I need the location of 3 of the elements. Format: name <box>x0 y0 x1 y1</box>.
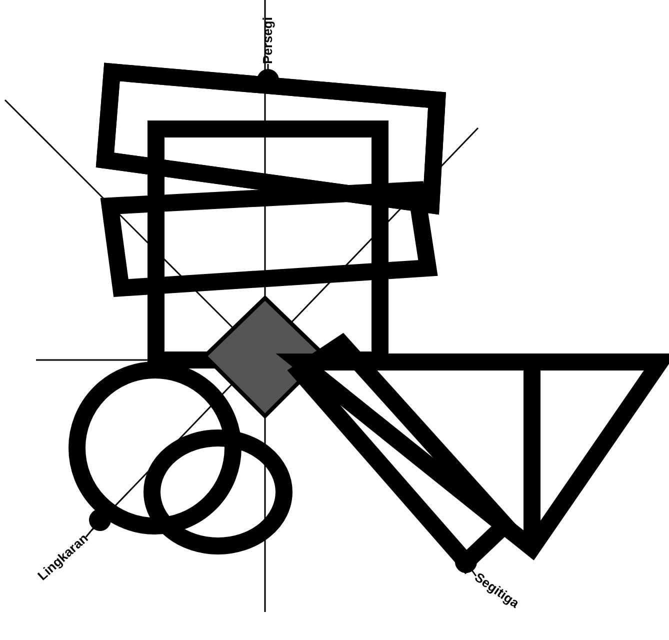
circle-shape <box>68 362 242 534</box>
diagonal-bar <box>287 332 517 574</box>
leader-line <box>85 509 111 538</box>
